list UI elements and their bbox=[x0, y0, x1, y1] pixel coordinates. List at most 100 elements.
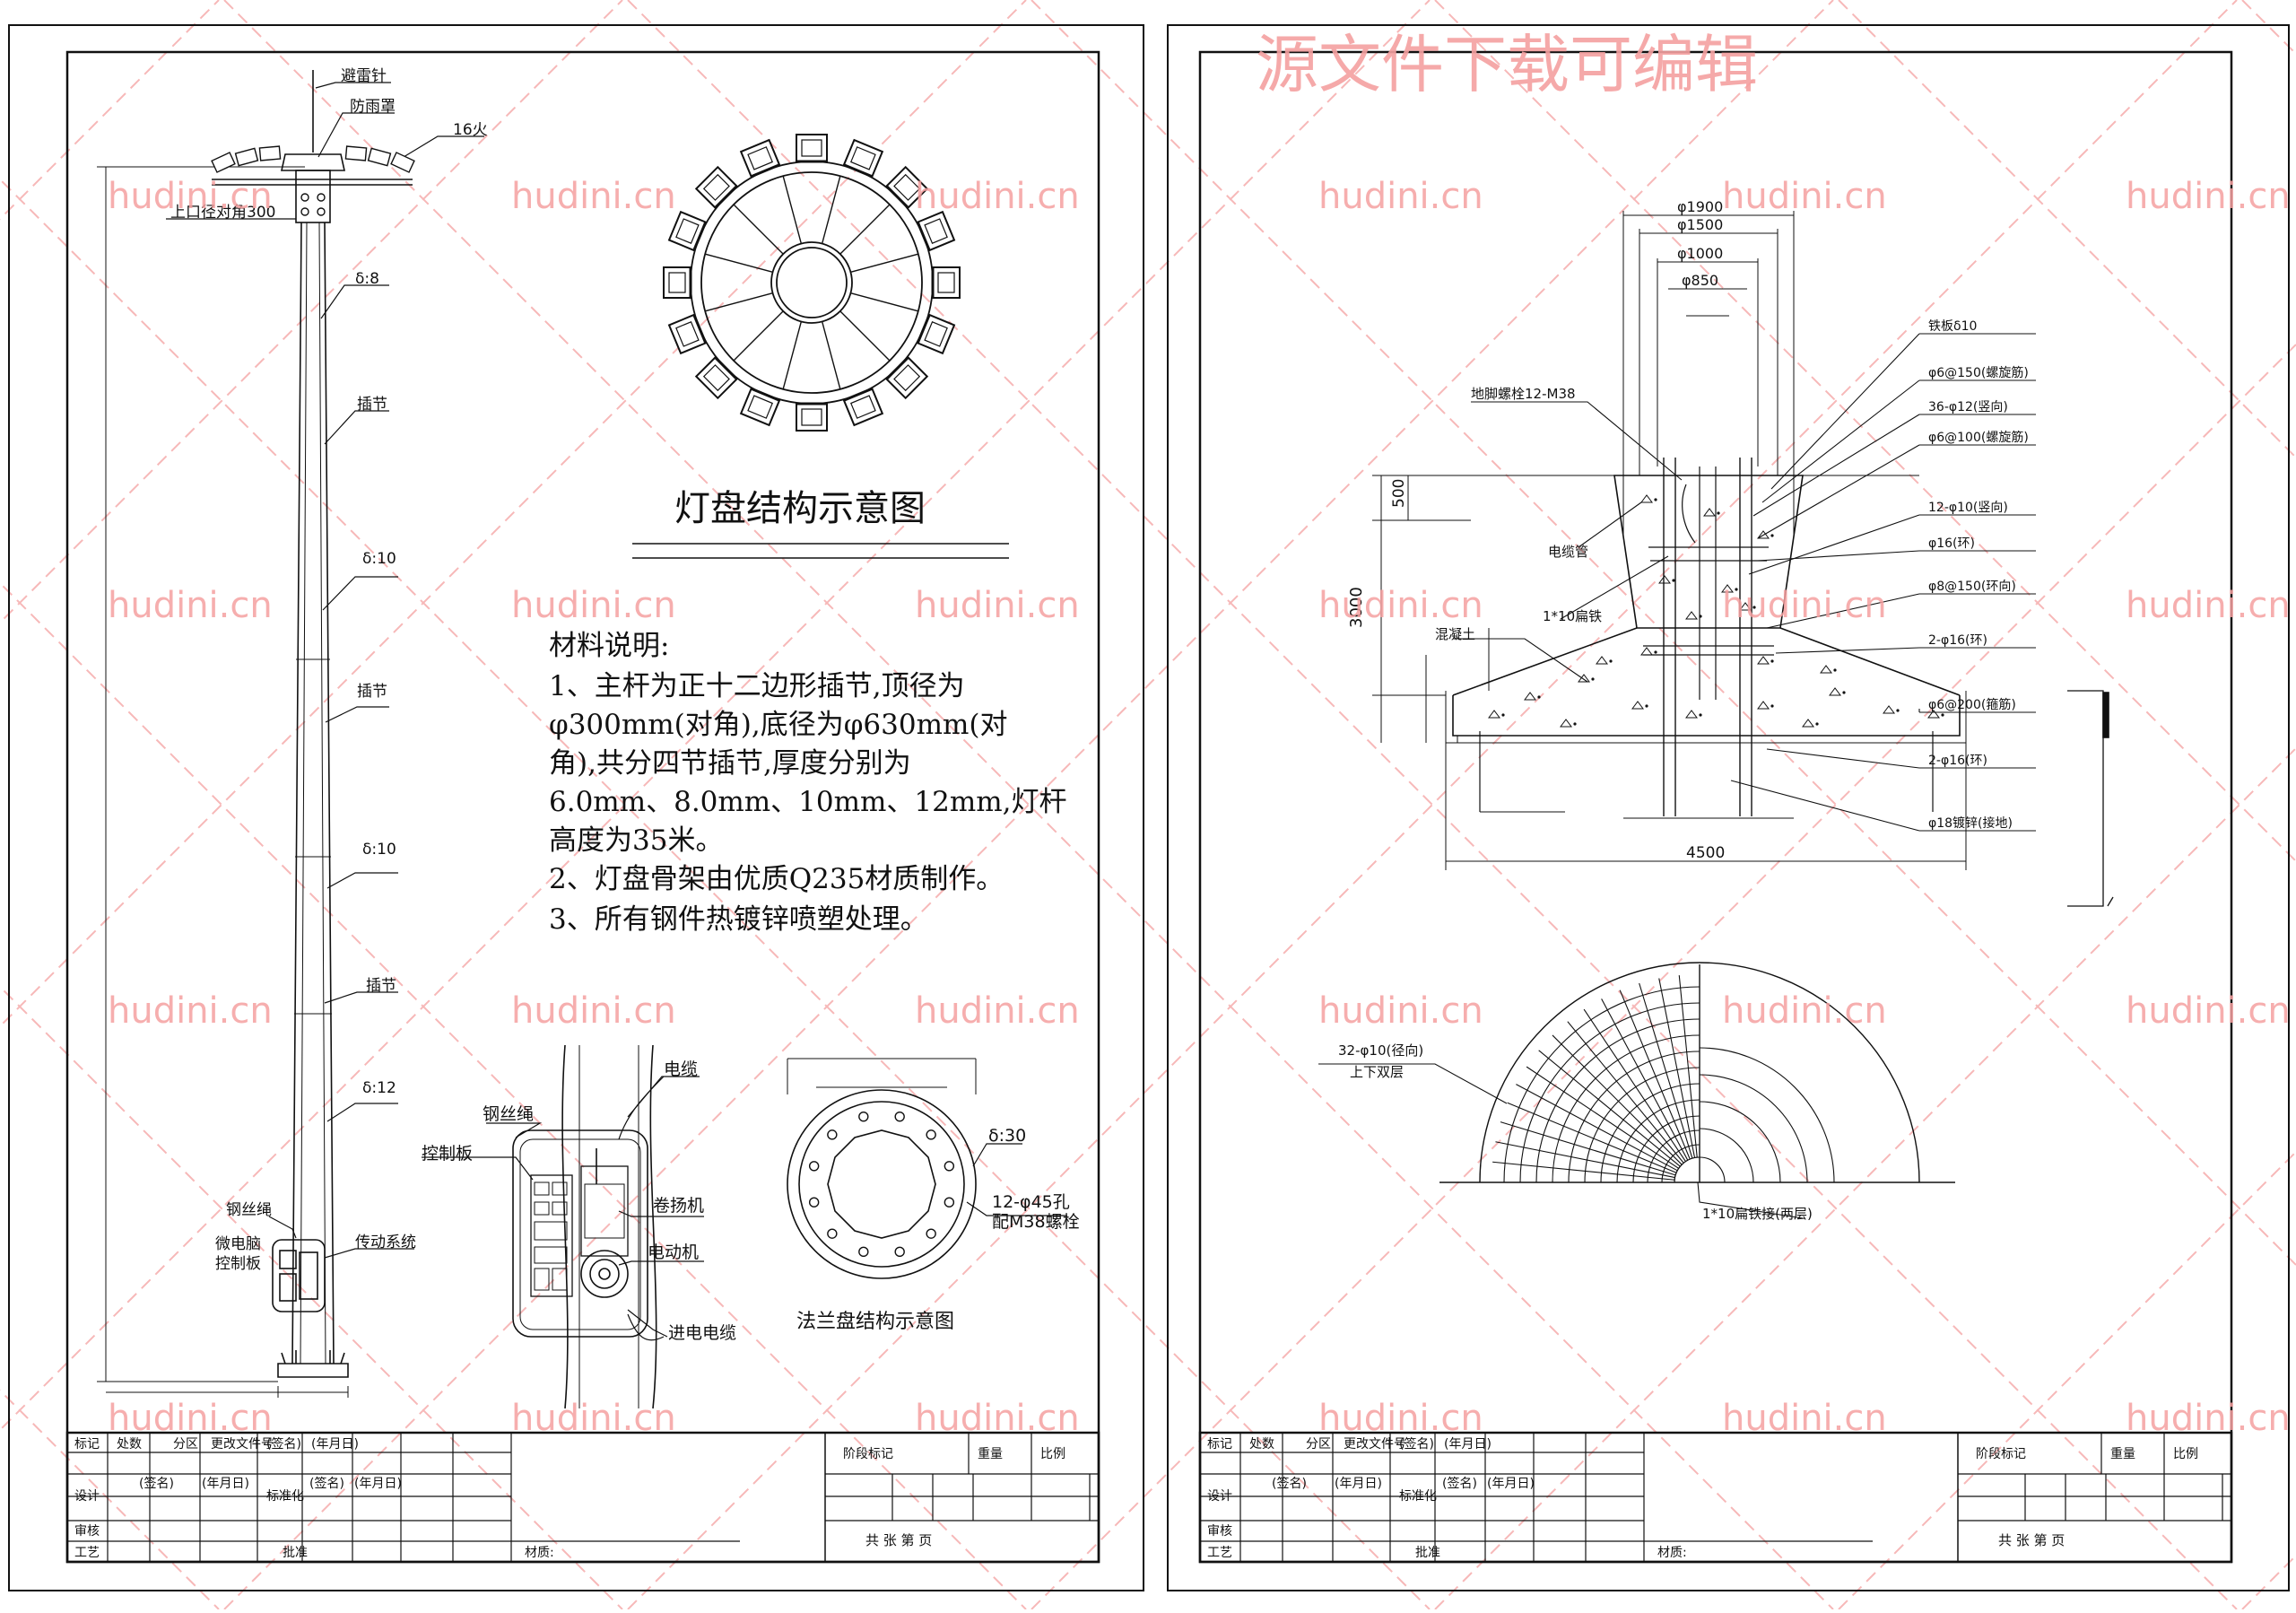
anchor-bolt-label: 地脚螺栓12-M38 bbox=[1471, 386, 1576, 402]
foundation-rebar-label: 12-φ10(竖向) bbox=[1928, 501, 2008, 515]
diagonal-line bbox=[0, 581, 1027, 1610]
concrete-dot bbox=[1672, 579, 1675, 582]
ring-rebar-arc bbox=[1699, 1101, 1781, 1183]
flange-labels: δ:30 12-φ45孔 配M38螺栓 法兰盘结构示意图 bbox=[796, 1126, 1080, 1333]
concrete-dot bbox=[1717, 511, 1720, 515]
watermark-text: hudini.cn bbox=[511, 176, 676, 217]
spoke-line bbox=[733, 204, 784, 255]
leader-line bbox=[1766, 748, 1920, 769]
title-block-cell: 分区 bbox=[173, 1437, 198, 1452]
dim-label: φ1000 bbox=[1677, 245, 1723, 262]
bolt-hole bbox=[944, 1197, 955, 1208]
title-block-cell: (签名) bbox=[1399, 1436, 1434, 1452]
title-block-cell: 分区 bbox=[1306, 1437, 1331, 1452]
radial-rebar bbox=[1552, 1034, 1683, 1165]
foundation-rebar-label: φ18镀锌(接地) bbox=[1928, 815, 2013, 831]
title-block-cell: (年月日) bbox=[1335, 1477, 1382, 1491]
cable-label: 电缆 bbox=[664, 1059, 698, 1079]
motor-label: 电动机 bbox=[648, 1242, 699, 1262]
diagonal-line bbox=[223, 0, 1834, 1610]
concrete-aggregate-mark bbox=[1927, 710, 1940, 719]
leader-line bbox=[1730, 780, 1920, 832]
diagonal-line bbox=[1434, 746, 2296, 1610]
winch-mechanism-detail bbox=[422, 1044, 704, 1409]
flood-lamp-icon bbox=[739, 387, 781, 427]
leader-line bbox=[1770, 333, 1920, 490]
mech-wire-rope-label: 钢丝绳 bbox=[483, 1104, 534, 1124]
concrete-aggregate-mark bbox=[1757, 530, 1770, 539]
watermark-text: hudini.cn bbox=[915, 176, 1080, 217]
title-block-cell: 更改文件号 bbox=[1344, 1437, 1406, 1452]
leader-line bbox=[1766, 593, 1920, 629]
title-block-cell: (签名) bbox=[139, 1476, 174, 1491]
flood-lamp-icon bbox=[795, 133, 829, 163]
section2-thickness-label: δ:10 bbox=[362, 550, 396, 568]
concrete-dot bbox=[1591, 677, 1595, 681]
winch-labels: 电缆 钢丝绳 控制板 卷扬机 电动机 进电电缆 bbox=[422, 1059, 736, 1343]
flood-lamp-icon bbox=[842, 138, 884, 179]
diagonal-line bbox=[1031, 0, 2296, 1267]
watermark-text: hudini.cn bbox=[915, 1398, 1080, 1439]
material-line: 高度为35米。 bbox=[549, 824, 723, 857]
bolt-hole bbox=[827, 1129, 838, 1140]
watermark-text: hudini.cn bbox=[511, 1398, 676, 1439]
concrete-dot bbox=[1842, 691, 1846, 694]
watermark-text: hudini.cn bbox=[1722, 990, 1887, 1032]
foundation-rebar-label: φ16(环) bbox=[1928, 536, 1975, 551]
diagonal-line bbox=[1031, 343, 2296, 1610]
foundation-rebar-label: φ6@100(螺旋筋) bbox=[1928, 430, 2029, 445]
radial-rebar bbox=[1678, 975, 1698, 1158]
diagonal-line bbox=[0, 0, 623, 624]
download-banner: 源文件下载可编辑 bbox=[1256, 28, 1758, 101]
concrete-aggregate-mark bbox=[1596, 656, 1608, 665]
concrete-dot bbox=[1654, 650, 1657, 654]
title-block-cell: 标记 bbox=[1207, 1437, 1232, 1452]
leader-line bbox=[1757, 550, 1920, 562]
mcu-label-line2: 控制板 bbox=[215, 1255, 261, 1273]
radial-rebar bbox=[1492, 1161, 1675, 1181]
section4-thickness-label: δ:12 bbox=[362, 1079, 396, 1097]
foundation-rebar-label: φ8@150(环向) bbox=[1928, 580, 2016, 594]
ring-rebar-arc bbox=[1699, 1074, 1808, 1183]
dim-label: φ1500 bbox=[1677, 216, 1723, 233]
concrete-dot bbox=[1645, 704, 1648, 708]
watermark-text: hudini.cn bbox=[1318, 176, 1483, 217]
concrete-dot bbox=[1833, 668, 1837, 672]
bolt-hole bbox=[944, 1161, 955, 1172]
spoke-line bbox=[850, 292, 918, 312]
stage-mark-label: 阶段标记 bbox=[843, 1447, 893, 1461]
concrete-dot bbox=[1609, 659, 1613, 663]
material-heading: 材料说明: bbox=[549, 630, 669, 662]
vertical-dim-label: 3000 bbox=[1347, 587, 1366, 628]
bolt-hole bbox=[827, 1228, 838, 1239]
lamp-count-label: 16火 bbox=[453, 121, 488, 139]
spoke-line bbox=[705, 253, 773, 274]
wire-rope-label: 钢丝绳 bbox=[226, 1201, 272, 1219]
diagonal-line bbox=[627, 0, 2238, 1610]
flood-lamp-icon bbox=[916, 210, 956, 252]
title-block-cell: 设计 bbox=[74, 1489, 100, 1504]
diagonal-line bbox=[0, 0, 1431, 1432]
foundation-right-labels: 铁板δ10φ6@150(螺旋筋)36-φ12(竖向)φ6@100(螺旋筋)12-… bbox=[1928, 319, 2029, 831]
foundation-rebar-label: φ6@150(螺旋筋) bbox=[1928, 365, 2029, 380]
bolt-hole bbox=[894, 1111, 905, 1122]
vertical-dim-label: 500 bbox=[1390, 479, 1408, 508]
bolt-hole bbox=[926, 1129, 936, 1140]
bolt-hole bbox=[808, 1197, 820, 1208]
radial-rebar bbox=[1526, 1066, 1680, 1169]
lamp-panel-title-underline bbox=[632, 543, 1009, 559]
leader-line bbox=[1761, 379, 1920, 503]
leader-line bbox=[1775, 647, 1920, 654]
watermark-text: hudini.cn bbox=[2126, 585, 2291, 626]
control-board-label: 控制板 bbox=[422, 1144, 473, 1164]
title-block-cell: (签名) bbox=[266, 1436, 301, 1452]
spoke-line bbox=[821, 176, 841, 244]
concrete-aggregate-mark bbox=[1739, 602, 1752, 611]
spoke-line bbox=[705, 292, 773, 312]
material-label: 材质: bbox=[525, 1546, 554, 1560]
title-block-frame bbox=[1198, 1431, 2233, 1564]
rain-cover-label: 防雨罩 bbox=[350, 98, 396, 116]
leader-line bbox=[1757, 444, 1920, 539]
weight-label: 重量 bbox=[2110, 1447, 2135, 1461]
diagonal-line bbox=[0, 985, 623, 1610]
